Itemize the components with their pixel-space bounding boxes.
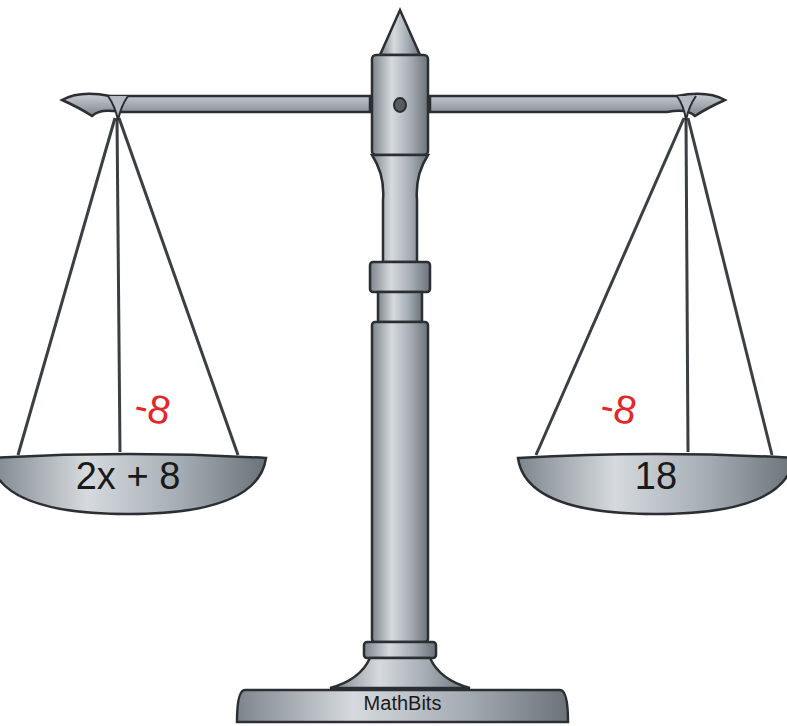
post-tip (380, 10, 420, 55)
equation-side: 2x + 8 (0, 450, 268, 498)
collar-neck (378, 292, 422, 322)
scale-pan: 18 (516, 450, 787, 516)
post-head (372, 55, 428, 155)
post-neck (372, 155, 428, 262)
subtract-step: -8 (128, 384, 177, 432)
hook (108, 96, 128, 120)
hook (677, 96, 696, 120)
column-ring (364, 642, 436, 658)
equation-side: 18 (516, 450, 787, 498)
column (372, 322, 428, 642)
pivot (394, 98, 406, 112)
scale-base: MathBits (235, 688, 570, 726)
brand-text: MathBits (235, 688, 570, 714)
subtract-step: -8 (594, 384, 643, 432)
collar (370, 262, 430, 292)
base-flare (330, 658, 470, 688)
scale-pan: 2x + 8 (0, 450, 268, 516)
